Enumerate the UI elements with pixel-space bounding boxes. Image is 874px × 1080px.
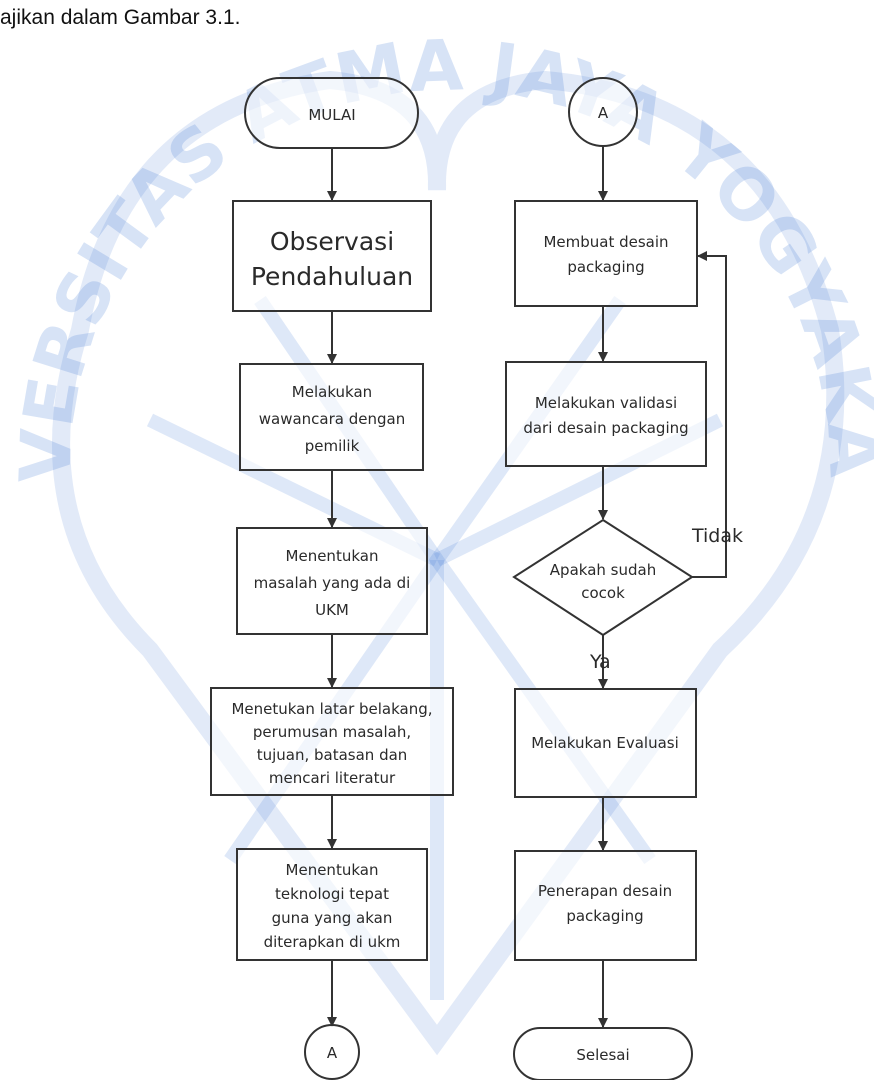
node-latar-line-1: Menetukan latar belakang, bbox=[231, 700, 432, 718]
node-masalah-line-2: masalah yang ada di bbox=[254, 574, 411, 592]
node-decision: Apakah sudah cocok bbox=[512, 518, 694, 637]
node-evaluasi-label: Melakukan Evaluasi bbox=[531, 734, 679, 752]
node-teknologi-line-1: Menentukan bbox=[286, 861, 379, 879]
node-masalah: Menentukan masalah yang ada di UKM bbox=[236, 527, 428, 635]
node-latar-line-2: perumusan masalah, bbox=[253, 723, 411, 741]
node-teknologi-line-2: teknologi tepat bbox=[275, 885, 389, 903]
node-validasi-line-1: Melakukan validasi bbox=[535, 394, 677, 412]
node-membuat-line-1: Membuat desain bbox=[543, 233, 668, 251]
node-validasi: Melakukan validasi dari desain packaging bbox=[505, 361, 707, 467]
node-membuat-line-2: packaging bbox=[567, 258, 644, 276]
node-observasi: Observasi Pendahuluan bbox=[232, 200, 432, 312]
node-wawancara-line-2: wawancara dengan bbox=[259, 410, 405, 428]
node-teknologi-line-3: guna yang akan bbox=[272, 909, 393, 927]
node-latar-line-4: mencari literatur bbox=[269, 769, 396, 787]
node-wawancara-line-3: pemilik bbox=[305, 437, 360, 455]
node-latar-line-3: tujuan, batasan dan bbox=[257, 746, 408, 764]
node-connector-a-bottom-label: A bbox=[327, 1044, 338, 1062]
node-validasi-line-2: dari desain packaging bbox=[523, 419, 688, 437]
node-evaluasi: Melakukan Evaluasi bbox=[514, 688, 697, 798]
node-masalah-line-1: Menentukan bbox=[286, 547, 379, 565]
node-connector-a-top: A bbox=[568, 77, 638, 147]
label-ya: Ya bbox=[589, 651, 611, 673]
node-observasi-line-2: Pendahuluan bbox=[251, 262, 413, 291]
node-mulai: MULAI bbox=[244, 77, 419, 149]
right-connectors bbox=[598, 146, 727, 1028]
label-tidak: Tidak bbox=[691, 525, 743, 547]
node-membuat: Membuat desain packaging bbox=[514, 200, 698, 307]
watermark-text: UNIVERSITAS ATMA JAYA YOGYAKARTA bbox=[0, 0, 874, 484]
intro-text: ajikan dalam Gambar 3.1. bbox=[0, 6, 241, 29]
node-teknologi-line-4: diterapkan di ukm bbox=[264, 933, 401, 951]
node-connector-a-top-label: A bbox=[598, 104, 609, 122]
node-decision-line-1: Apakah sudah bbox=[550, 561, 656, 579]
node-penerapan-line-2: packaging bbox=[566, 907, 643, 925]
node-latar: Menetukan latar belakang, perumusan masa… bbox=[210, 687, 454, 796]
node-penerapan-line-1: Penerapan desain bbox=[538, 882, 672, 900]
node-wawancara: Melakukan wawancara dengan pemilik bbox=[239, 363, 424, 471]
node-observasi-line-1: Observasi bbox=[270, 227, 394, 256]
node-connector-a-bottom: A bbox=[304, 1024, 360, 1080]
node-selesai-label: Selesai bbox=[576, 1046, 629, 1064]
node-selesai: Selesai bbox=[513, 1027, 693, 1080]
node-teknologi: Menentukan teknologi tepat guna yang aka… bbox=[236, 848, 428, 961]
node-masalah-line-3: UKM bbox=[315, 601, 349, 619]
node-wawancara-line-1: Melakukan bbox=[292, 383, 372, 401]
node-mulai-label: MULAI bbox=[308, 106, 355, 124]
node-penerapan: Penerapan desain packaging bbox=[514, 850, 697, 961]
node-decision-line-2: cocok bbox=[581, 584, 625, 602]
